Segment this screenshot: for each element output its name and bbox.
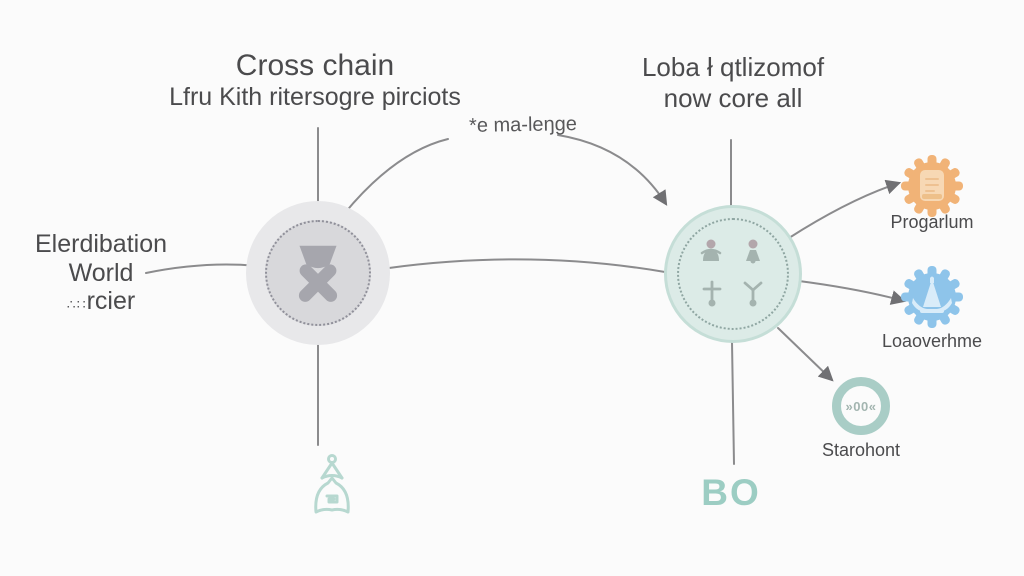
gear-document-icon xyxy=(901,155,963,217)
left-label-line3: ∴∷rcier xyxy=(2,287,200,316)
left-label-glyphs: ∴∷ xyxy=(66,296,87,312)
top-left-heading-line2: Lfru Kith ritersogre pirciots xyxy=(169,83,461,112)
arrow-to-progarlum xyxy=(788,179,902,239)
pictogram-cross xyxy=(702,280,722,307)
counter-ring-text: »00« xyxy=(845,398,877,414)
pictogram-figure-2 xyxy=(746,239,760,264)
top-left-heading: Cross chain Lfru Kith ritersogre pirciot… xyxy=(60,48,570,113)
arrow-to-loaoverhme xyxy=(798,280,907,305)
top-right-heading-line2: now core all xyxy=(663,82,803,113)
top-right-heading: Loba ł qtlizomof now core all xyxy=(583,52,883,113)
bottom-right-label: BO xyxy=(701,472,761,513)
four-pictograms-icon xyxy=(700,239,763,307)
top-right-heading-line1: Loba ł qtlizomof xyxy=(641,52,825,82)
left-label-line1: Elerdibation xyxy=(34,230,168,258)
gear-monument-icon xyxy=(901,266,963,328)
left-label-line3-text: rcier xyxy=(86,287,136,315)
line-grayhub-to-tealhub xyxy=(388,258,666,273)
arrow-to-starohont xyxy=(777,327,834,382)
crossed-tools-icon xyxy=(298,245,338,302)
pictogram-branch xyxy=(743,281,763,307)
output-label-loaoverhme: Loaoverhme xyxy=(881,331,983,351)
teal-hub-inner-ring xyxy=(677,218,789,330)
left-label: Elerdibation World ∴∷rcier xyxy=(2,230,200,316)
curved-arrow-right-segment xyxy=(557,134,668,206)
output-label-starohont: Starohont xyxy=(821,440,901,460)
line-tealhub-to-bo xyxy=(731,341,735,465)
bell-figure-icon xyxy=(314,454,350,514)
output-label-progarlum: Progarlum xyxy=(890,212,974,232)
gray-hub-node xyxy=(246,201,390,345)
gray-hub-inner-ring xyxy=(265,220,371,326)
curve-label: *e ma-leŋge xyxy=(468,113,578,137)
left-label-line2: World xyxy=(68,258,134,287)
pictogram-figure-1 xyxy=(700,239,722,261)
top-left-heading-line1: Cross chain xyxy=(235,49,395,82)
curved-arrow-left-segment xyxy=(343,138,449,215)
counter-ring-icon: »00« xyxy=(832,377,890,435)
teal-hub-node xyxy=(664,205,802,343)
